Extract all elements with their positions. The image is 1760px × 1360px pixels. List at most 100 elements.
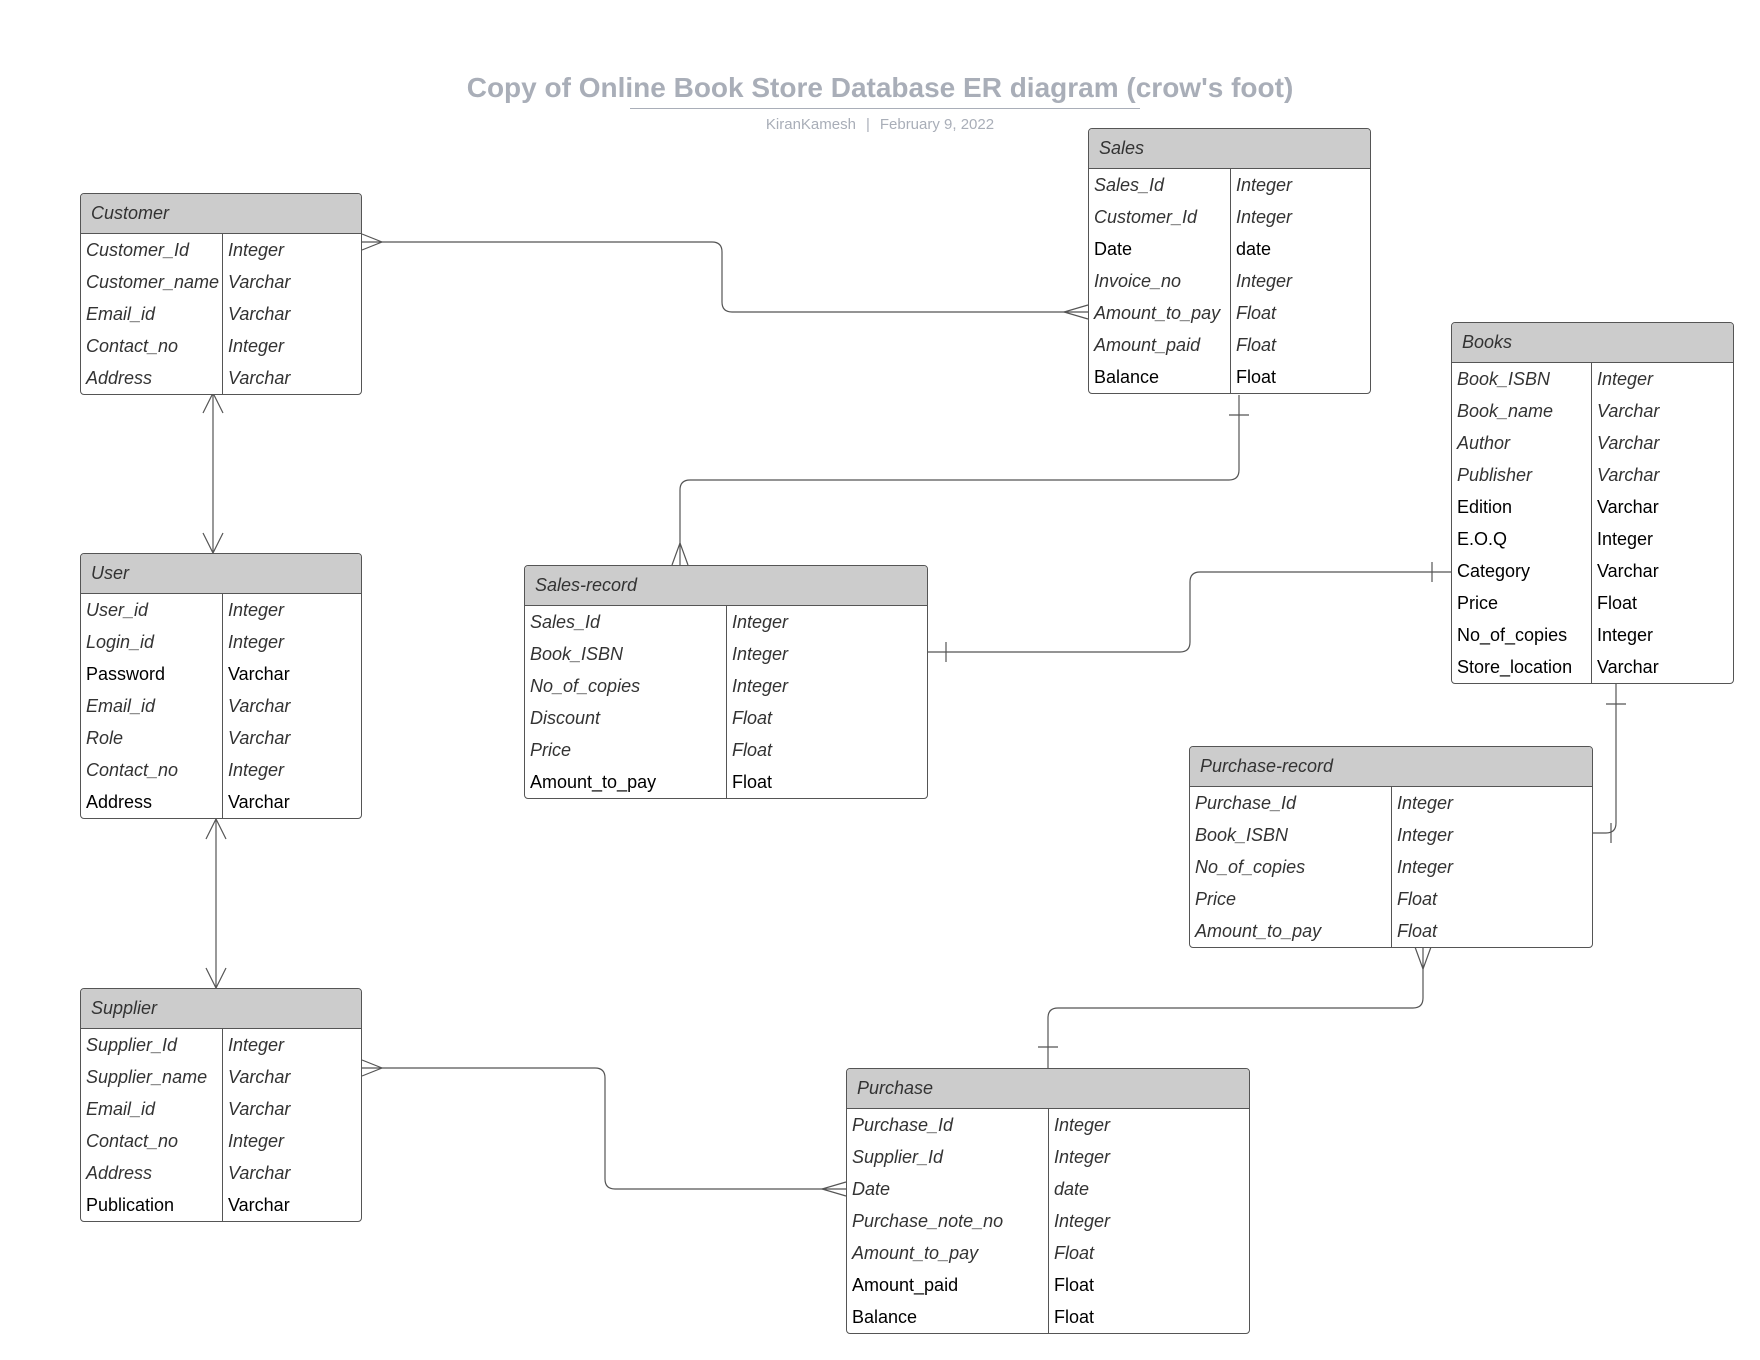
field-name: Supplier_Id: [81, 1029, 223, 1061]
field-type: Float: [1054, 1275, 1095, 1295]
field-type: Varchar: [1597, 401, 1660, 421]
field-name: Purchase_note_no: [847, 1205, 1049, 1237]
field-type: Integer: [228, 632, 285, 652]
field-name: Category: [1452, 555, 1592, 587]
field-type: Integer: [1236, 271, 1293, 291]
crowfoot-many-salesrecord: [671, 541, 689, 566]
field-name: Role: [81, 722, 223, 754]
field-type: Integer: [1597, 625, 1654, 645]
field-type: Integer: [1597, 369, 1654, 389]
field-name: Contact_no: [81, 330, 223, 362]
field-type: Float: [1397, 889, 1438, 909]
relationship-books-purchaserecord: [1593, 684, 1617, 834]
field-type: Integer: [1054, 1211, 1111, 1231]
field-name: Purchase_Id: [847, 1109, 1049, 1141]
field-type: Varchar: [1597, 561, 1659, 581]
field-type: Integer: [732, 612, 789, 632]
field-name: Amount_to_pay: [525, 766, 727, 798]
field-name: Email_id: [81, 298, 223, 330]
field-type: Integer: [228, 1035, 285, 1055]
field-type: Integer: [732, 676, 789, 696]
field-name: Customer_Id: [1089, 201, 1231, 233]
field-type: Integer: [732, 644, 789, 664]
crowfoot-many-customer: [361, 233, 384, 251]
arrow-user-bottom: [205, 817, 227, 840]
field-name: E.O.Q: [1452, 523, 1592, 555]
entity-header-books: Books: [1452, 323, 1733, 363]
field-name: Address: [81, 786, 223, 818]
field-type: Integer: [1397, 793, 1454, 813]
relationship-sales-salesrecord: [679, 395, 1240, 565]
field-name: Date: [847, 1173, 1049, 1205]
field-name: Publisher: [1452, 459, 1592, 491]
relationship-customer-sales: [362, 241, 1088, 313]
field-name: Supplier_Id: [847, 1141, 1049, 1173]
diagram-date: February 9, 2022: [879, 116, 995, 133]
field-name: Address: [81, 1157, 223, 1189]
field-type: Float: [732, 772, 773, 792]
field-type: Integer: [228, 336, 285, 356]
